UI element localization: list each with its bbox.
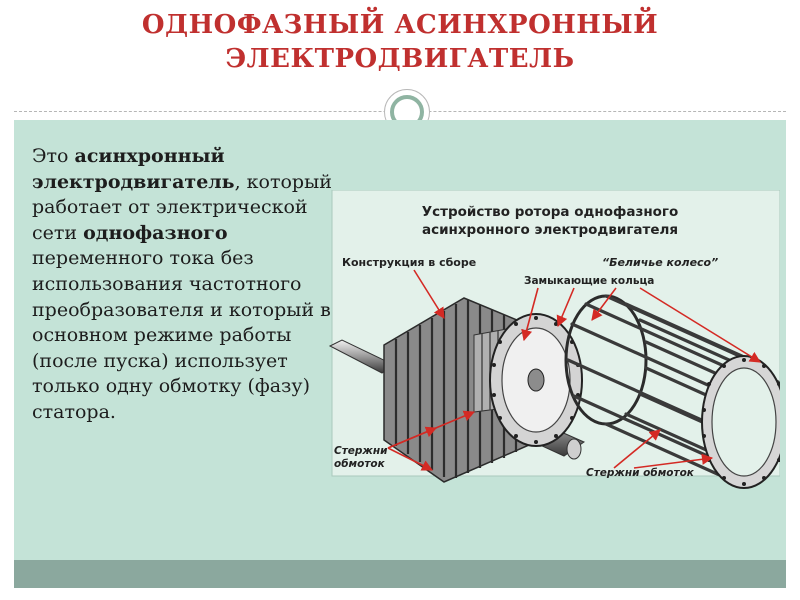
rotor-figure: Устройство ротора однофазного асинхронно… — [324, 190, 780, 550]
slide-title: ОДНОФАЗНЫЙ АСИНХРОННЫЙ ЭЛЕКТРОДВИГАТЕЛЬ — [14, 8, 786, 76]
slide-title-line-2: ЭЛЕКТРОДВИГАТЕЛЬ — [225, 44, 575, 74]
label-end-rings: Замыкающие кольца — [524, 275, 654, 287]
footer-band — [14, 560, 786, 588]
slide-title-line-1: ОДНОФАЗНЫЙ АСИНХРОННЫЙ — [141, 10, 659, 40]
term-async-motor: асинхронный электродвигатель — [32, 145, 235, 193]
leader-arrows — [387, 269, 761, 471]
text-part: , который работает от электрической сети — [32, 170, 332, 244]
figure-heading-line-1: Устройство ротора однофазного — [422, 204, 679, 220]
label-assembly: Конструкция в сборе — [342, 256, 476, 269]
label-bars-left-line-1: Стержни — [334, 445, 388, 457]
assembled-rotor — [328, 297, 586, 483]
label-bars-left-line-2: обмоток — [334, 458, 386, 470]
label-bars-right: Стержни обмоток — [586, 467, 695, 479]
definition-paragraph: Это асинхронный электродвигатель, которы… — [32, 144, 352, 426]
squirrel-cage — [564, 294, 780, 489]
slide: ОДНОФАЗНЫЙ АСИНХРОННЫЙ ЭЛЕКТРОДВИГАТЕЛЬ … — [14, 0, 786, 588]
text-part: Это — [32, 145, 75, 167]
label-squirrel-cage: “Беличье колесо” — [602, 256, 718, 269]
content-area: Это асинхронный электродвигатель, которы… — [14, 120, 786, 560]
figure-heading-line-2: асинхронного электродвигателя — [422, 222, 678, 238]
term-single-phase: однофазного — [83, 221, 228, 244]
rotor-illustration: Устройство ротора однофазного асинхронно… — [328, 190, 780, 489]
text-part: переменного тока без использования часто… — [32, 247, 331, 423]
